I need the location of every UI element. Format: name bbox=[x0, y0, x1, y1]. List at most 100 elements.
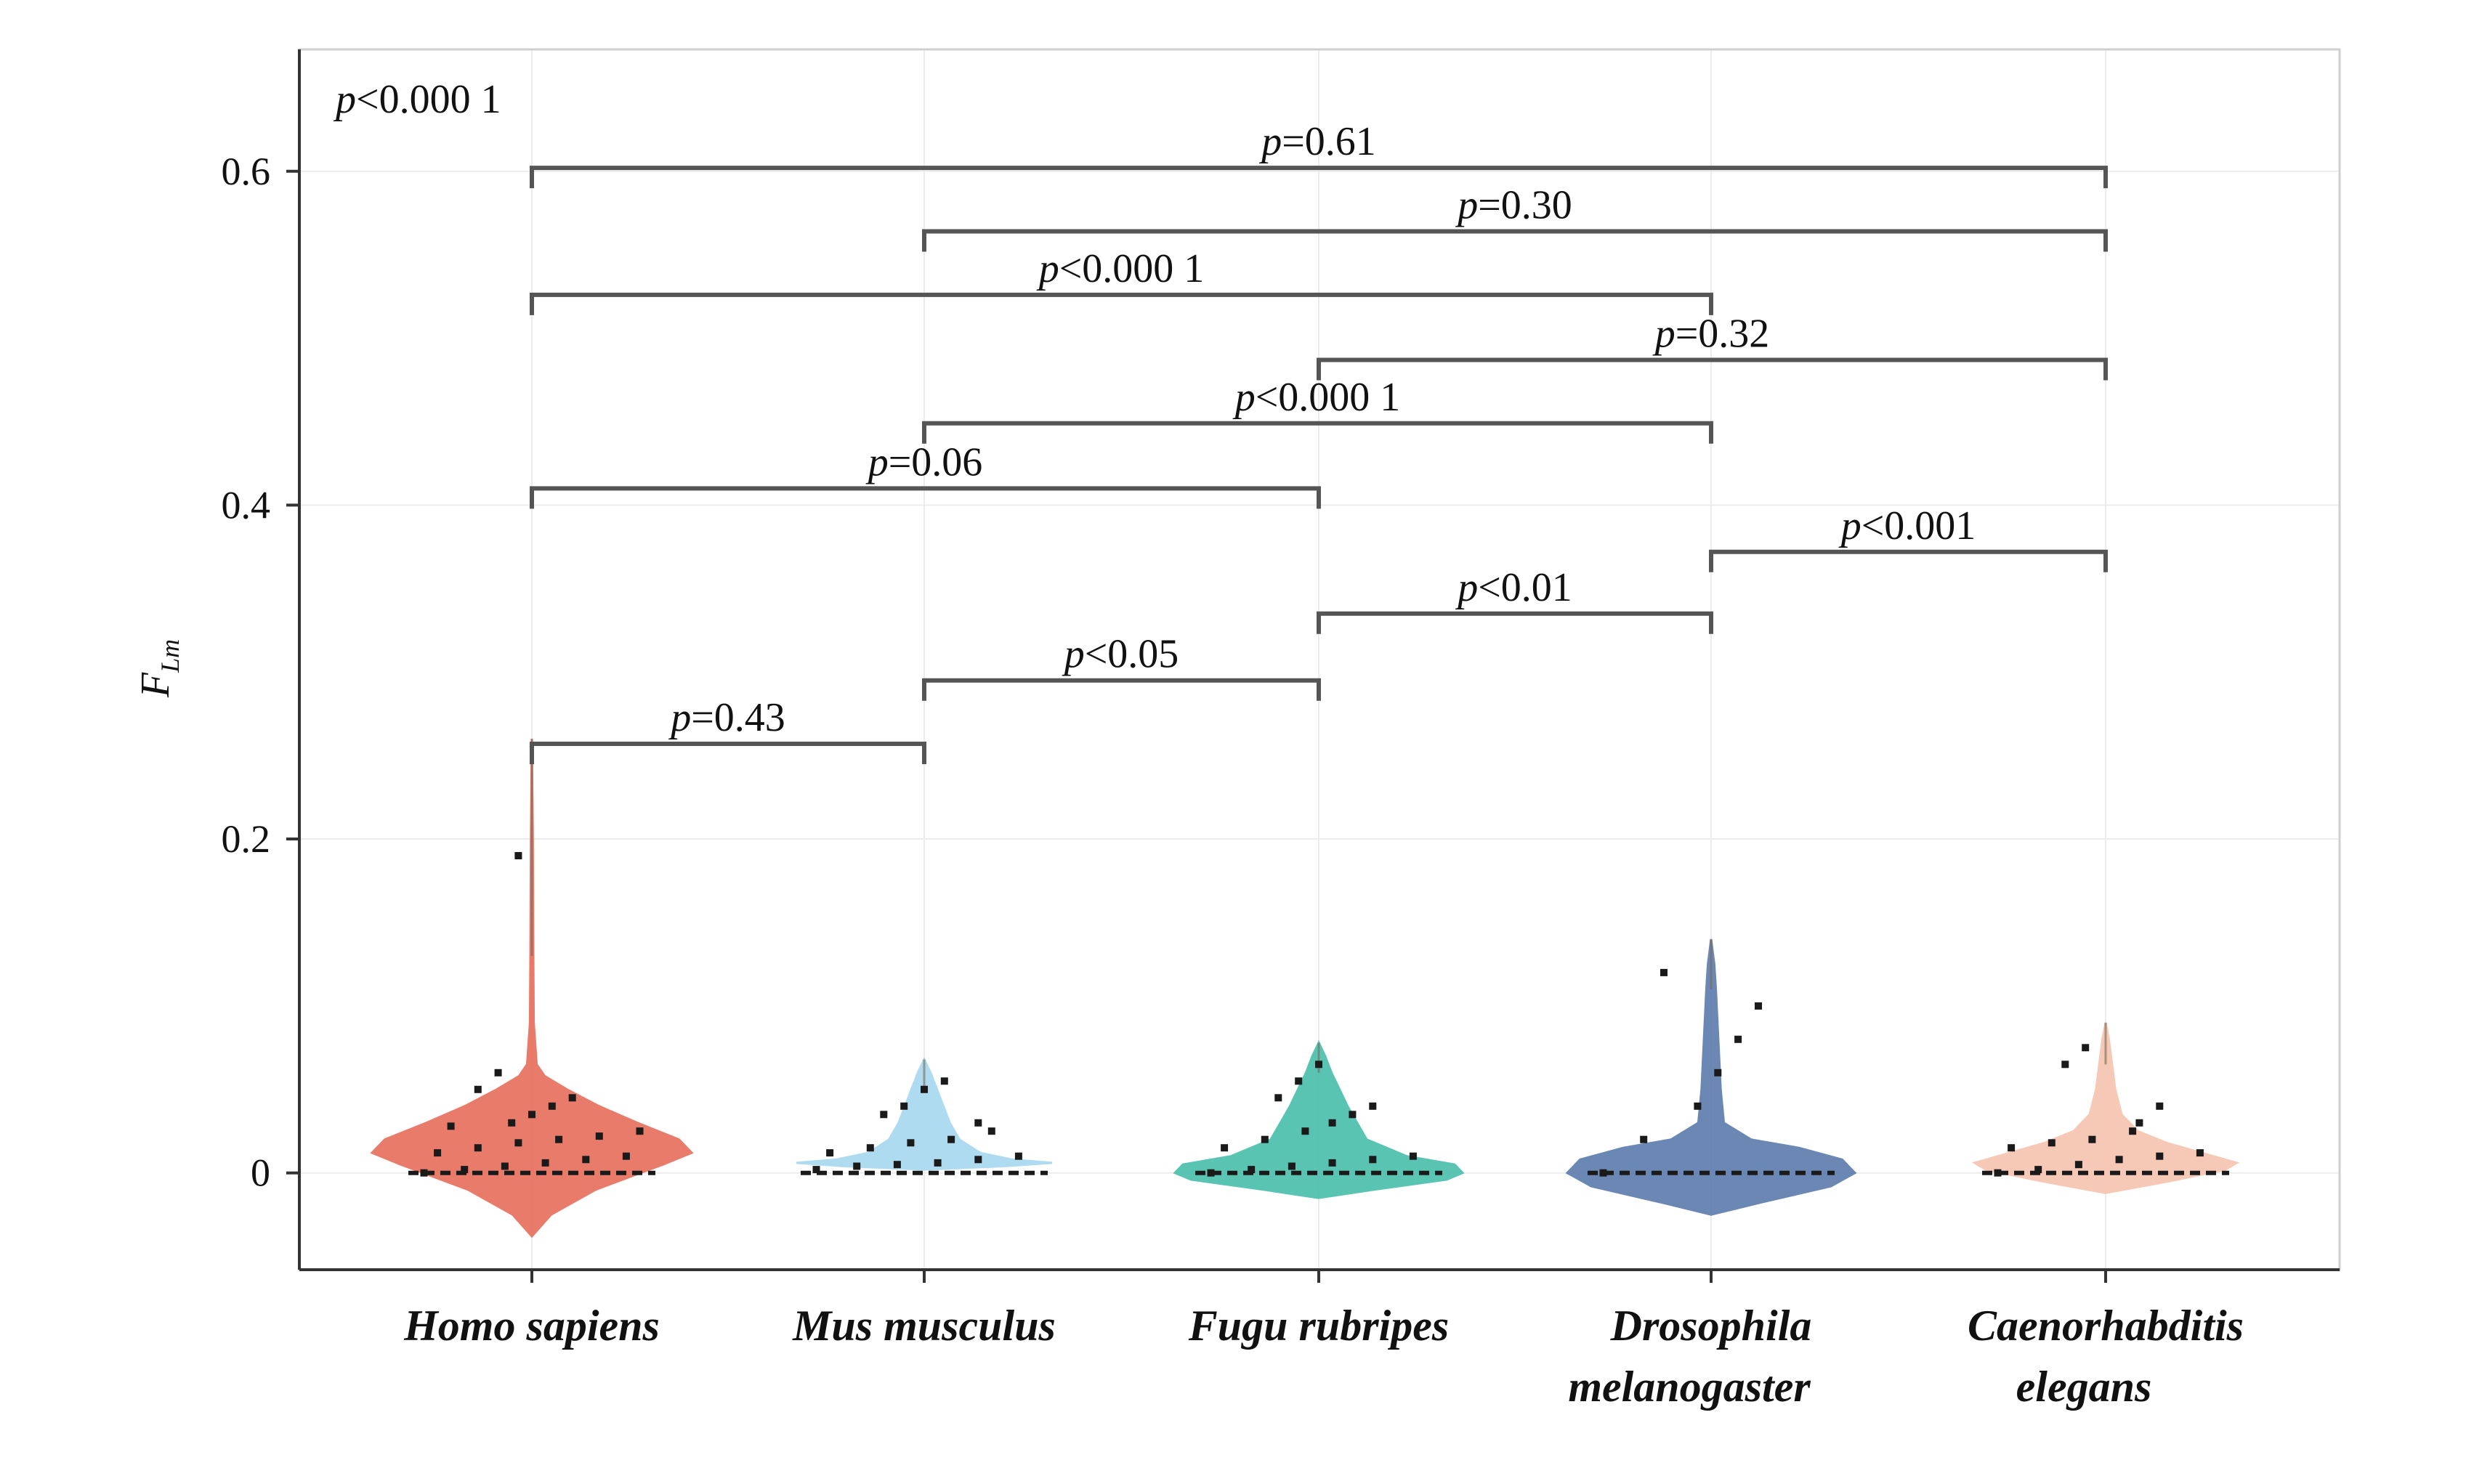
violin-1 bbox=[796, 1056, 1053, 1171]
comparison-label-value: <0.000 1 bbox=[1256, 375, 1401, 420]
violin-point bbox=[528, 1111, 535, 1119]
comparison-label-value: =0.61 bbox=[1282, 119, 1376, 164]
violin-point bbox=[1315, 1061, 1322, 1069]
violin-point bbox=[420, 1169, 428, 1177]
violin-point bbox=[1248, 1166, 1256, 1174]
comparison-label-prefix: p bbox=[1232, 375, 1256, 420]
comparison-label-value: =0.43 bbox=[691, 695, 785, 740]
violin-point bbox=[934, 1159, 942, 1167]
comparison-bracket-6 bbox=[1317, 357, 2108, 381]
violin-point bbox=[1274, 1094, 1282, 1102]
violin-point bbox=[514, 1139, 522, 1147]
violin-point bbox=[474, 1144, 482, 1152]
violin-point bbox=[622, 1152, 630, 1160]
violin-point bbox=[866, 1144, 874, 1152]
y-axis-label: FLm bbox=[133, 639, 185, 698]
corner-annotation-value: <0.000 1 bbox=[356, 77, 501, 122]
violin-point bbox=[2156, 1102, 2164, 1110]
violin-point bbox=[2048, 1139, 2056, 1147]
x-category-label-line: Homo sapiens bbox=[403, 1302, 660, 1350]
violin-point bbox=[853, 1162, 861, 1170]
comparison-label-value: =0.32 bbox=[1676, 311, 1770, 356]
violin-point bbox=[921, 1085, 928, 1093]
comparison-bracket-0 bbox=[530, 742, 926, 765]
comparison-bracket-5 bbox=[922, 421, 1713, 444]
comparison-bracket-1 bbox=[922, 678, 1321, 701]
comparison-label-2: p<0.01 bbox=[1455, 565, 1572, 610]
comparison-label-value: <0.001 bbox=[1862, 503, 1976, 548]
violin-point bbox=[582, 1156, 590, 1164]
violin-point bbox=[974, 1119, 982, 1127]
violin-point bbox=[1755, 1002, 1762, 1010]
x-category-label-line: Mus musculus bbox=[792, 1302, 1056, 1350]
violin-point bbox=[2129, 1127, 2137, 1135]
y-axis-label-subscript: Lm bbox=[155, 639, 185, 673]
violin-point bbox=[1409, 1152, 1417, 1160]
violin-point bbox=[2135, 1119, 2143, 1127]
violin-point bbox=[1328, 1119, 1336, 1127]
violin-point bbox=[2061, 1061, 2069, 1069]
violin-point bbox=[1994, 1169, 2002, 1177]
violin-2 bbox=[1173, 1039, 1465, 1199]
violin-point bbox=[1328, 1159, 1336, 1167]
comparison-bracket-2 bbox=[1317, 611, 1713, 634]
y-axis-label-main: F bbox=[133, 672, 178, 698]
comparison-label-prefix: p bbox=[865, 439, 889, 484]
violin-point bbox=[987, 1127, 995, 1135]
violin-point bbox=[1714, 1069, 1722, 1076]
comparison-bracket-9 bbox=[530, 166, 2108, 189]
comparison-label-4: p=0.06 bbox=[865, 439, 983, 484]
y-tick-label: 0.4 bbox=[222, 483, 271, 527]
comparison-label-6: p=0.32 bbox=[1652, 311, 1770, 356]
comparison-label-value: <0.05 bbox=[1085, 632, 1179, 677]
violin-point bbox=[940, 1077, 948, 1085]
comparison-bracket-8 bbox=[922, 229, 2108, 252]
violin-point bbox=[826, 1149, 834, 1157]
y-tick-label: 0 bbox=[251, 1151, 270, 1195]
comparison-label-prefix: p bbox=[1455, 183, 1478, 228]
comparison-label-value: =0.06 bbox=[889, 439, 983, 484]
comparison-label-prefix: p bbox=[668, 695, 691, 740]
violin-point bbox=[1288, 1162, 1295, 1170]
y-tick-label: 0.2 bbox=[222, 817, 271, 861]
corner-annotation: p<0.000 1 bbox=[333, 77, 501, 122]
comparison-label-prefix: p bbox=[1652, 311, 1676, 356]
violin-point bbox=[1221, 1144, 1229, 1152]
violin-point bbox=[508, 1119, 516, 1127]
comparison-label-prefix: p bbox=[1036, 246, 1059, 291]
x-category-label: Fugu rubripes bbox=[1188, 1302, 1449, 1350]
violin-point bbox=[1295, 1077, 1303, 1085]
violin-point bbox=[501, 1162, 509, 1170]
violin-point bbox=[595, 1132, 603, 1140]
violin-point bbox=[2074, 1161, 2082, 1169]
violin-point bbox=[514, 852, 522, 859]
violin-point bbox=[900, 1102, 908, 1110]
comparison-label-7: p<0.000 1 bbox=[1036, 246, 1205, 291]
comparison-bracket-7 bbox=[530, 292, 1713, 315]
comparison-label-1: p<0.05 bbox=[1062, 632, 1179, 677]
comparison-bracket-3 bbox=[1709, 549, 2108, 572]
violins bbox=[370, 739, 2240, 1238]
violin-point bbox=[541, 1159, 549, 1167]
violin-point bbox=[447, 1122, 455, 1130]
comparison-bracket-4 bbox=[530, 486, 1321, 509]
corner-annotation-prefix: p bbox=[333, 77, 356, 122]
x-category-label: Homo sapiens bbox=[403, 1302, 660, 1350]
violin-point bbox=[880, 1111, 888, 1119]
comparison-label-prefix: p bbox=[1455, 565, 1478, 610]
violin-point bbox=[1734, 1035, 1742, 1043]
violin-point bbox=[2156, 1152, 2164, 1160]
comparison-label-prefix: p bbox=[1838, 503, 1862, 548]
violin-point bbox=[1349, 1111, 1357, 1119]
violin-point bbox=[548, 1102, 556, 1110]
comparison-label-9: p=0.61 bbox=[1258, 119, 1376, 164]
x-category-label-line: Caenorhabditis bbox=[1968, 1302, 2244, 1350]
violin-point bbox=[474, 1085, 482, 1093]
violin-point bbox=[568, 1094, 576, 1102]
violin-point bbox=[1207, 1169, 1215, 1177]
